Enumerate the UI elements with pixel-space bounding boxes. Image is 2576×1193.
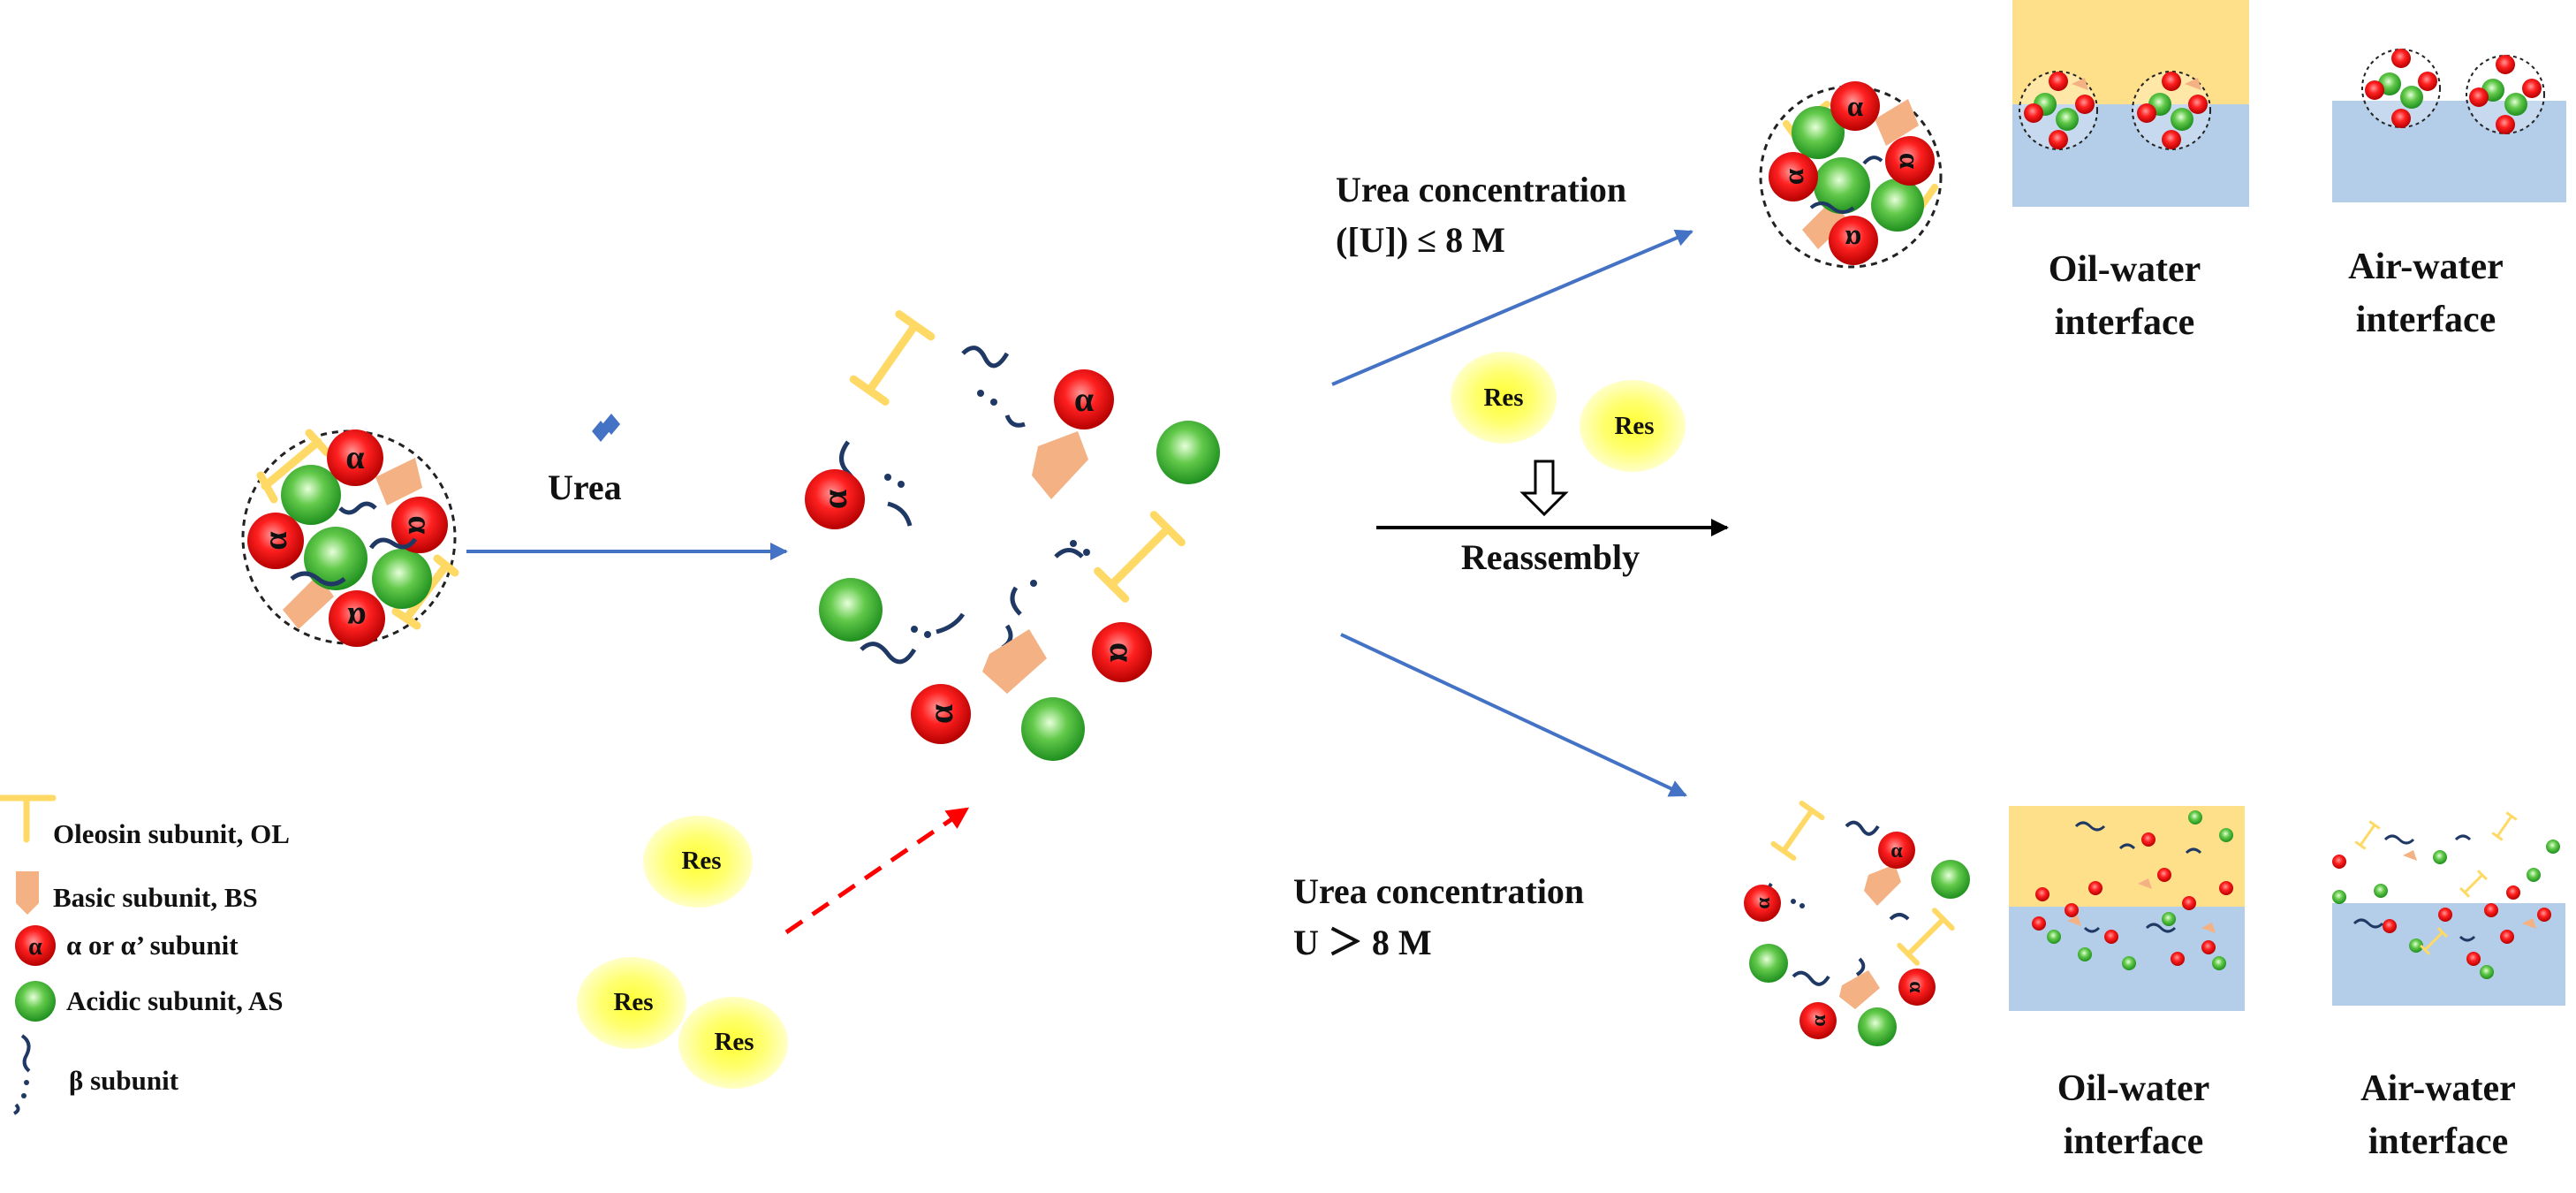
native-protein-complex: α α α α bbox=[241, 429, 459, 647]
urea-low-label-2: ([U]) ≤ 8 M bbox=[1336, 220, 1505, 260]
high-urea-arrow bbox=[1340, 633, 1687, 797]
air-water-interface-panel-intact bbox=[2332, 49, 2566, 202]
alpha-label: α bbox=[401, 515, 438, 534]
urea-high-label-2: U ＞ 8 M bbox=[1293, 923, 1432, 962]
svg-text:α: α bbox=[28, 933, 42, 961]
svg-text:β subunit: β subunit bbox=[69, 1065, 179, 1096]
svg-text:Basic subunit, BS: Basic subunit, BS bbox=[53, 882, 258, 913]
svg-text:α: α bbox=[1845, 224, 1861, 255]
reassembly-label: Reassembly bbox=[1461, 537, 1640, 577]
res-molecule: Res bbox=[577, 957, 686, 1049]
svg-text:α: α bbox=[1752, 897, 1775, 909]
urea-label: Urea bbox=[548, 467, 622, 507]
svg-text:α: α bbox=[1893, 153, 1925, 170]
alpha-label: α bbox=[1102, 642, 1142, 662]
air-water-label-2: interface bbox=[2368, 1121, 2509, 1162]
svg-text:α: α bbox=[1890, 840, 1903, 862]
dissociated-subunits-small: α α α α bbox=[1744, 801, 1970, 1046]
alpha-label: α bbox=[1074, 379, 1094, 419]
oleosin-icon bbox=[0, 794, 57, 843]
svg-text:Acidic subunit, AS: Acidic subunit, AS bbox=[66, 985, 284, 1016]
basic-subunit-icon bbox=[16, 871, 39, 915]
dissociated-subunits: α α α α bbox=[805, 310, 1220, 761]
alpha-label: α bbox=[814, 490, 854, 509]
svg-text:Res: Res bbox=[714, 1028, 754, 1056]
res-binding-arrow bbox=[784, 806, 970, 935]
oil-water-label-1: Oil-water bbox=[2057, 1068, 2210, 1109]
alpha-subunit-icon bbox=[15, 925, 56, 966]
legend-item-oleosin: Oleosin subunit, OL bbox=[0, 794, 290, 849]
svg-text:α: α bbox=[1778, 168, 1810, 185]
oil-water-interface-panel-intact bbox=[2012, 0, 2249, 207]
alpha-label: α bbox=[257, 531, 294, 550]
svg-text:α: α bbox=[1807, 1014, 1830, 1027]
urea-molecule-icon bbox=[592, 414, 620, 442]
svg-text:Oleosin subunit, OL: Oleosin subunit, OL bbox=[53, 818, 290, 849]
beta-subunit-icon bbox=[13, 1034, 31, 1115]
oil-water-label-2: interface bbox=[2055, 302, 2195, 343]
legend-item-acidic: Acidic subunit, AS bbox=[15, 981, 284, 1022]
res-molecule: Res bbox=[1451, 352, 1557, 444]
oil-water-interface-panel-dissociated bbox=[2009, 806, 2245, 1011]
oil-water-label-1: Oil-water bbox=[2049, 249, 2201, 290]
oil-water-label-2: interface bbox=[2064, 1121, 2204, 1162]
reassembled-complex: α α α α bbox=[1759, 81, 1943, 269]
svg-text:α: α bbox=[1847, 91, 1864, 123]
air-water-label-2: interface bbox=[2356, 300, 2496, 340]
res-molecule: Res bbox=[643, 816, 753, 908]
acidic-subunit-icon bbox=[15, 981, 56, 1022]
svg-text:α or α’ subunit: α or α’ subunit bbox=[66, 930, 239, 961]
legend-item-alpha: α α or α’ subunit bbox=[15, 925, 239, 966]
urea-low-label-1: Urea concentration bbox=[1336, 170, 1626, 209]
alpha-label: α bbox=[921, 704, 960, 724]
down-arrow-icon bbox=[1519, 460, 1569, 517]
air-water-label-1: Air-water bbox=[2360, 1068, 2516, 1109]
alpha-label: α bbox=[347, 600, 366, 637]
svg-text:Res: Res bbox=[681, 847, 721, 875]
air-water-interface-panel-dissociated bbox=[2332, 811, 2565, 1006]
svg-text:Res: Res bbox=[1483, 384, 1523, 412]
svg-text:Res: Res bbox=[1614, 412, 1654, 440]
legend: Oleosin subunit, OL Basic subunit, BS α … bbox=[0, 794, 290, 1115]
air-water-label-1: Air-water bbox=[2348, 247, 2504, 287]
low-urea-arrow bbox=[1331, 229, 1693, 386]
legend-item-beta: β subunit bbox=[13, 1034, 179, 1115]
alpha-label: α bbox=[345, 439, 364, 476]
legend-item-basic: Basic subunit, BS bbox=[16, 871, 258, 915]
urea-high-label-1: Urea concentration bbox=[1293, 871, 1584, 911]
svg-text:Res: Res bbox=[613, 988, 653, 1016]
res-molecule: Res bbox=[678, 997, 788, 1089]
res-molecule: Res bbox=[1580, 380, 1686, 472]
svg-text:α: α bbox=[1905, 981, 1928, 993]
